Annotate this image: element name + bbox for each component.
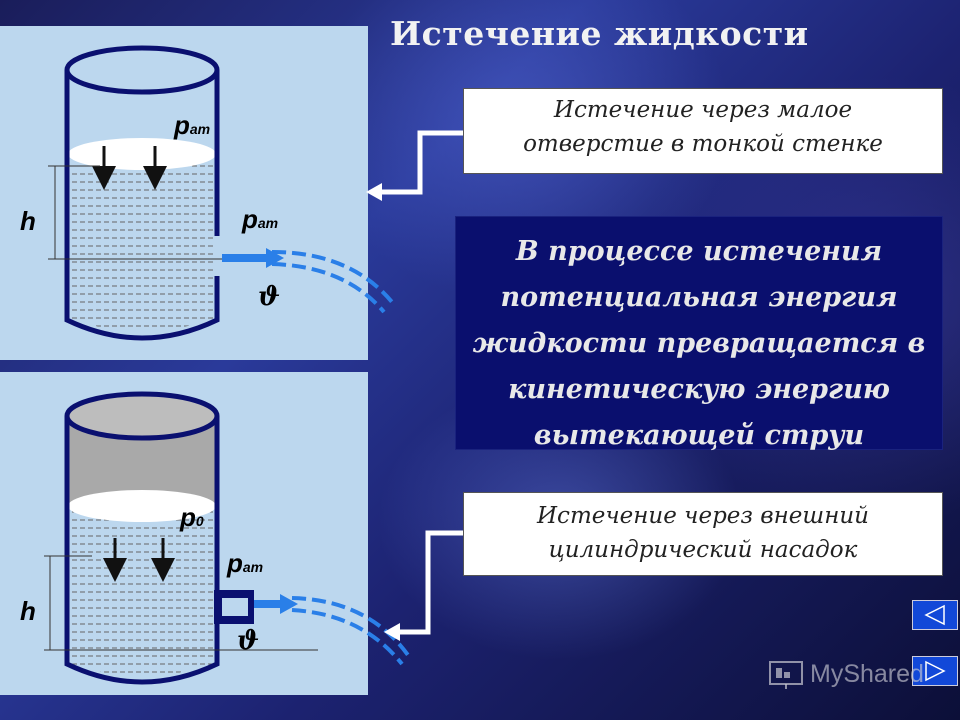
thin-wall-caption-line1: Истечение через малое <box>553 97 853 123</box>
info-line2: потенциальная энергия <box>500 282 898 313</box>
pressure-side-label: рат <box>242 204 279 234</box>
thin-wall-diagram: рат рат h ϑ <box>0 26 394 360</box>
nozzle-top <box>214 590 254 598</box>
jet-arrow-head <box>280 594 298 614</box>
nozzle-tank-svg <box>44 391 412 685</box>
nozzle-inner <box>214 598 222 616</box>
next-slide-button[interactable] <box>912 656 958 686</box>
liquid-surface <box>68 490 216 522</box>
nozzle-bottom <box>214 616 254 624</box>
liquid-body <box>67 493 217 676</box>
prev-slide-button[interactable] <box>912 600 958 630</box>
triangle-left-icon <box>924 604 945 626</box>
watermark: MyShared <box>768 658 924 690</box>
nozzle-diagram: р0 рат h ϑ <box>0 372 412 695</box>
pressure-top-label: рат <box>174 110 211 140</box>
pressure-top-label: р0 <box>180 502 204 532</box>
slide-title: Истечение жидкости <box>390 14 809 53</box>
watermark-text: MyShared <box>810 659 924 688</box>
thin-wall-caption: Истечение через малое отверстие в тонкой… <box>463 88 943 174</box>
tank-rim <box>64 45 220 95</box>
jet-arrow-head <box>266 248 284 268</box>
tank-wall <box>64 70 220 341</box>
thin-wall-tank-svg <box>48 45 394 341</box>
jet-stream-upper <box>271 250 394 304</box>
jet-stream-lower <box>291 608 404 666</box>
height-label: h <box>20 206 36 236</box>
nozzle-caption: Истечение через внешний цилиндрический н… <box>463 492 943 576</box>
gas-region <box>67 416 217 504</box>
height-label: h <box>20 596 36 626</box>
orifice <box>214 236 222 276</box>
liquid-surface <box>68 138 216 170</box>
jet-stream-lower <box>271 262 386 314</box>
nozzle-end <box>248 590 254 624</box>
velocity-label: ϑ <box>258 282 281 312</box>
info-line4: кинетическую энергию <box>508 374 890 405</box>
jet-stream-upper <box>291 596 412 660</box>
energy-info-box: В процессе истечения потенциальная энерг… <box>455 216 943 451</box>
velocity-label: ϑ <box>237 626 260 656</box>
tank-wall <box>64 416 220 685</box>
gas-surface <box>67 394 217 438</box>
info-line1: В процессе истечения <box>515 236 883 267</box>
thin-wall-caption-line2: отверстие в тонкой стенке <box>523 131 883 157</box>
nozzle-caption-line1: Истечение через внешний <box>537 503 869 529</box>
nozzle-caption-line2: цилиндрический насадок <box>548 537 858 563</box>
triangle-right-icon <box>925 660 946 682</box>
info-line3: жидкости превращается в <box>472 328 926 359</box>
info-line5: вытекающей струи <box>533 420 865 451</box>
presentation-icon <box>769 661 803 689</box>
pressure-side-label: рат <box>227 548 264 578</box>
